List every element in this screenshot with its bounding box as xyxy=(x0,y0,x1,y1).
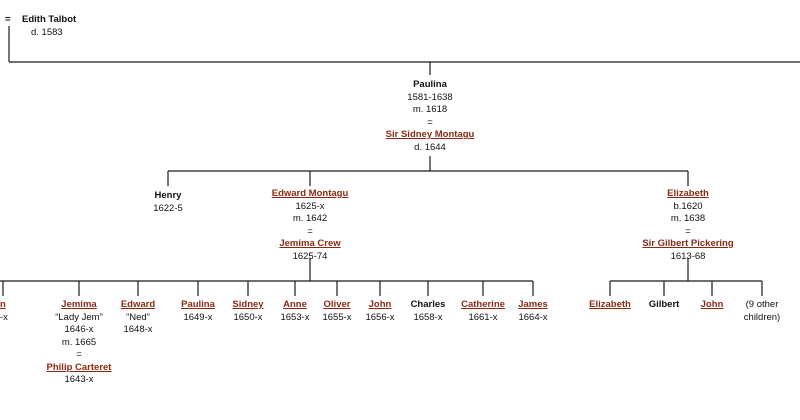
node-oliver: Oliver 1655-x xyxy=(322,299,351,324)
edward-link[interactable]: Edward xyxy=(120,299,156,310)
oliver-dates: 1655-x xyxy=(322,311,352,323)
paulina-marriage: m. 1618 xyxy=(412,104,448,115)
james-link[interactable]: James xyxy=(518,299,548,310)
henry-dates: 1622-5 xyxy=(153,202,183,214)
other-children-line2: children) xyxy=(743,311,781,323)
node-cut-off-left: n -x xyxy=(0,299,8,324)
anne-link[interactable]: Anne xyxy=(283,299,307,310)
node-paulina: Paulina 1581-1638 m. 1618 = Sir Sidney M… xyxy=(386,79,475,154)
elizabeth-link[interactable]: Elizabeth xyxy=(667,188,709,199)
jemima-crew-dates: 1625-74 xyxy=(292,250,328,262)
edward-dates: 1648-x xyxy=(123,324,153,335)
node-edward-montagu: Edward Montagu 1625-x m. 1642 = Jemima C… xyxy=(272,188,349,263)
philip-carteret-dates: 1643-x xyxy=(64,374,94,385)
anne-dates: 1653-x xyxy=(280,311,310,323)
john-pickering-link[interactable]: John xyxy=(700,299,724,310)
elizabeth-marriage: m. 1638 xyxy=(670,213,706,224)
john-link[interactable]: John xyxy=(368,299,392,310)
charles-dates: 1658-x xyxy=(413,311,443,323)
node-charles: Charles 1658-x xyxy=(411,299,446,324)
elizabeth-child-link[interactable]: Elizabeth xyxy=(589,299,631,310)
node-james: James 1664-x xyxy=(518,299,548,324)
sidney-montagu-dates: d. 1644 xyxy=(414,141,446,153)
marriage-equals-sign: = xyxy=(76,349,82,360)
node-sidney: Sidney 1650-x xyxy=(232,299,263,324)
node-elizabeth: Elizabeth b.1620 m. 1638 = Sir Gilbert P… xyxy=(642,188,733,263)
sir-gilbert-pickering-link[interactable]: Sir Gilbert Pickering xyxy=(642,238,734,249)
oliver-link[interactable]: Oliver xyxy=(323,299,351,310)
sidney-dates: 1650-x xyxy=(233,311,263,323)
node-edward: Edward “Ned” 1648-x xyxy=(121,299,155,337)
elizabeth-dates: b.1620 xyxy=(673,200,703,212)
cut-off-dates: -x xyxy=(0,311,8,323)
catherine-link[interactable]: Catherine xyxy=(461,299,505,310)
sidney-link[interactable]: Sidney xyxy=(232,299,264,310)
philip-carteret-link[interactable]: Philip Carteret xyxy=(46,361,112,373)
sir-sidney-montagu-link[interactable]: Sir Sidney Montagu xyxy=(385,129,475,140)
marriage-equals-sign: = xyxy=(307,225,313,237)
other-children-line1: (9 other xyxy=(745,299,779,310)
catherine-dates: 1661-x xyxy=(468,311,498,323)
node-elizabeth-child: Elizabeth xyxy=(589,299,631,312)
jemima-nickname: “Lady Jem” xyxy=(55,311,103,323)
node-henry: Henry 1622-5 xyxy=(153,190,183,215)
cut-off-name-link[interactable]: n xyxy=(0,299,6,310)
edward-montagu-link[interactable]: Edward Montagu xyxy=(271,188,349,199)
jemima-link[interactable]: Jemima xyxy=(61,299,97,310)
gilbert-pickering-dates: 1613-68 xyxy=(670,250,706,262)
marriage-equals-sign: = xyxy=(427,116,433,128)
john-dates: 1656-x xyxy=(365,311,395,323)
node-catherine: Catherine 1661-x xyxy=(461,299,505,324)
james-dates: 1664-x xyxy=(518,311,548,323)
charles-name: Charles xyxy=(410,299,446,310)
edith-dates: d. 1583 xyxy=(31,27,63,38)
edith-name: Edith Talbot xyxy=(22,14,77,25)
gilbert-name: Gilbert xyxy=(648,299,680,310)
paulina-dates: 1581-1638 xyxy=(407,91,453,103)
node-john: John 1656-x xyxy=(365,299,394,324)
node-john-pickering: John xyxy=(701,299,724,312)
jemima-crew-link[interactable]: Jemima Crew xyxy=(279,238,341,249)
paulina-child-link[interactable]: Paulina xyxy=(181,299,215,310)
jemima-dates: 1646-x xyxy=(64,324,94,335)
jemima-marriage: m. 1665 xyxy=(61,336,97,348)
henry-name: Henry xyxy=(154,190,182,201)
node-gilbert: Gilbert xyxy=(649,299,680,312)
paulina-name: Paulina xyxy=(413,79,447,90)
node-anne: Anne 1653-x xyxy=(280,299,309,324)
paulina-child-dates: 1649-x xyxy=(183,311,213,323)
node-other-children: (9 other children) xyxy=(744,299,780,324)
edward-nickname: “Ned” xyxy=(126,311,150,323)
edward-montagu-marriage: m. 1642 xyxy=(292,213,328,224)
marriage-equals-sign: = xyxy=(5,14,11,25)
edward-montagu-dates: 1625-x xyxy=(295,200,325,212)
node-paulina-child: Paulina 1649-x xyxy=(181,299,215,324)
node-jemima: Jemima “Lady Jem” 1646-x m. 1665 = Phili… xyxy=(47,299,112,387)
marriage-equals-sign: = xyxy=(685,225,691,237)
